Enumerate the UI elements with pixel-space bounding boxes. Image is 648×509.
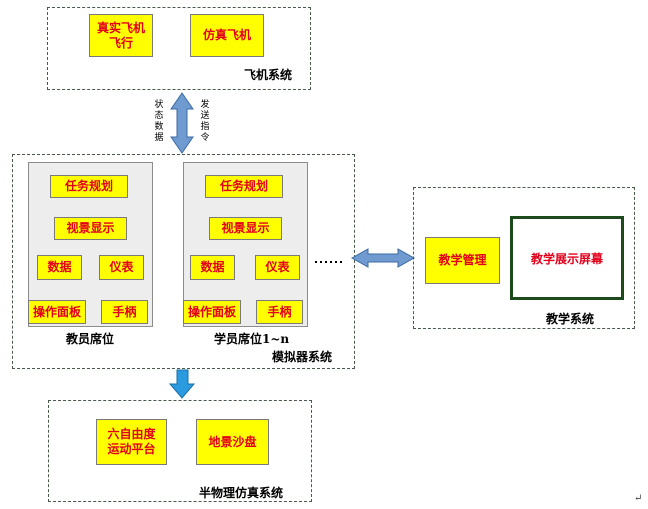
instructor-control-panel-box: 操作面板 — [28, 300, 86, 324]
instructor-task-planning-box: 任务规划 — [50, 175, 128, 198]
paragraph-mark: ↵ — [634, 493, 643, 504]
send-command-label: 发送指令 — [200, 100, 210, 143]
instructor-data-box: 数据 — [37, 255, 82, 280]
student-data-box: 数据 — [190, 255, 235, 280]
semi-physical-system-label: 半物理仿真系统 — [199, 486, 284, 500]
motion-platform-box: 六自由度 运动平台 — [96, 419, 167, 465]
teaching-management-box: 教学管理 — [425, 237, 500, 284]
student-control-panel-box: 操作面板 — [183, 300, 241, 324]
student-seat-label: 学员席位1~n — [214, 332, 290, 346]
student-visual-display-box: 视景显示 — [209, 217, 282, 240]
teaching-display-screen: 教学展示屏幕 — [510, 216, 624, 300]
sim-aircraft-box: 仿真飞机 — [190, 14, 264, 57]
instructor-seat-label: 教员席位 — [66, 332, 115, 346]
status-data-label: 状态数据 — [154, 100, 164, 143]
simulator-system-group — [12, 154, 355, 369]
student-task-planning-box: 任务规划 — [205, 175, 283, 198]
teaching-system-group — [413, 187, 635, 329]
teaching-system-label: 教学系统 — [546, 312, 595, 326]
semi-physical-system-group — [48, 400, 312, 502]
simulator-system-label: 模拟器系统 — [272, 350, 333, 364]
instructor-joystick-box: 手柄 — [101, 300, 148, 324]
student-joystick-box: 手柄 — [256, 300, 303, 324]
instructor-instrument-box: 仪表 — [99, 255, 144, 280]
aircraft-system-label: 飞机系统 — [244, 68, 293, 82]
real-flight-box: 真实飞机 飞行 — [89, 14, 153, 57]
instructor-visual-display-box: 视景显示 — [54, 217, 127, 240]
student-instrument-box: 仪表 — [255, 255, 300, 280]
sand-table-box: 地景沙盘 — [196, 419, 269, 465]
aircraft-system-group — [47, 7, 311, 90]
